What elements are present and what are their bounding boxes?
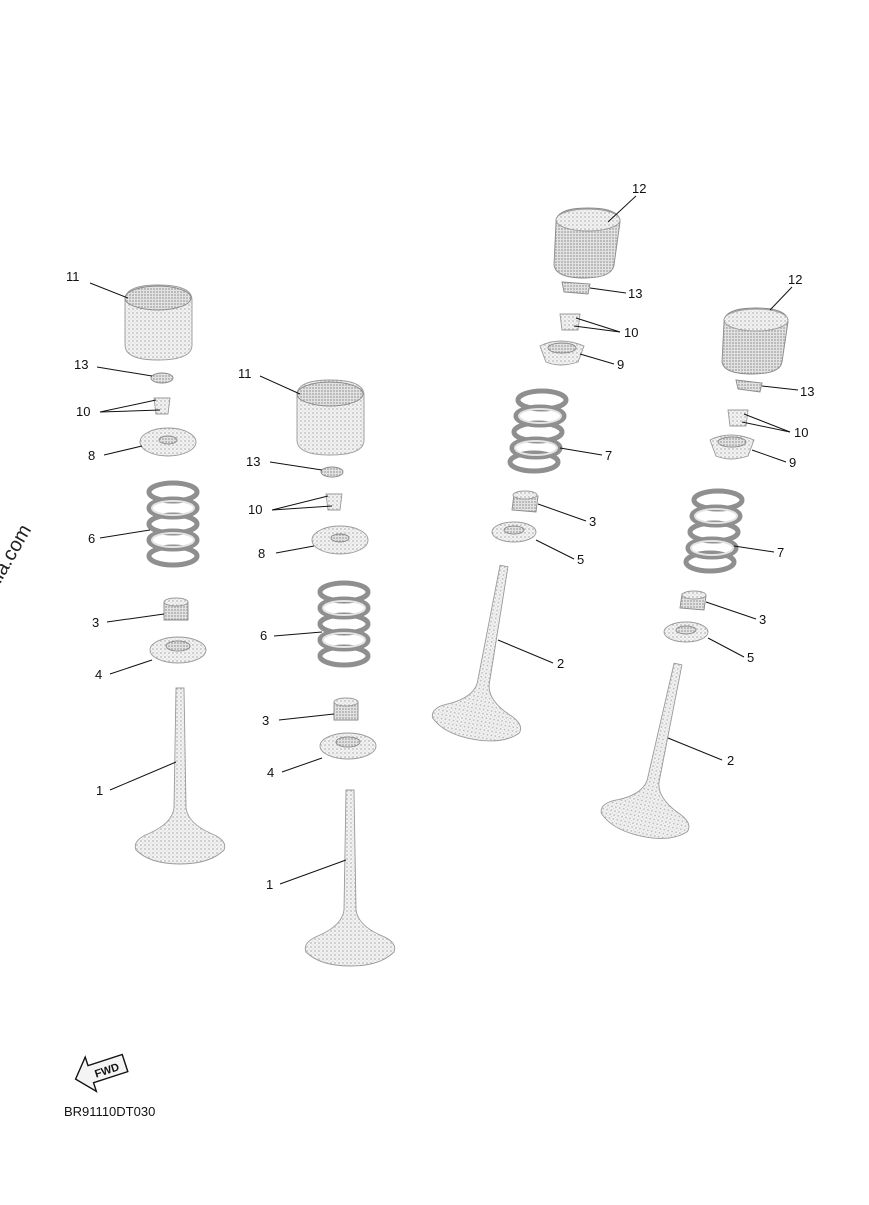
callout-labels: 11 13 10 8 6 3 4 1 11 13 10 8 6 3 4 1 12… <box>66 181 814 892</box>
callout-6-a: 6 <box>88 531 95 546</box>
callout-7-a: 7 <box>605 448 612 463</box>
valve-1-a <box>134 687 226 865</box>
spring-retainer-9-b <box>709 434 755 460</box>
spring-seat-5-a <box>491 521 537 543</box>
stem-seal-3-a <box>163 597 189 621</box>
callout-10-c: 10 <box>624 325 638 340</box>
stem-seal-3-d <box>679 590 707 611</box>
valve-2-b <box>597 654 723 846</box>
leader-lines <box>89 195 799 885</box>
valve-cotter-10-a <box>153 397 171 415</box>
callout-1-a: 1 <box>96 783 103 798</box>
valve-spring-7-b <box>683 488 745 574</box>
callout-10-b: 10 <box>248 502 262 517</box>
valve-shim-13-a <box>150 372 174 384</box>
callout-12-a: 12 <box>632 181 646 196</box>
callout-8-b: 8 <box>258 546 265 561</box>
callout-2-b: 2 <box>727 753 734 768</box>
callout-5-a: 5 <box>577 552 584 567</box>
spring-retainer-9-a <box>539 340 585 366</box>
callout-9-b: 9 <box>789 455 796 470</box>
spring-seat-4-a <box>149 636 207 664</box>
stack-exhaust-left <box>428 207 621 748</box>
stack-intake-left <box>124 284 226 865</box>
callout-8-a: 8 <box>88 448 95 463</box>
valve-spring-7-a <box>507 388 569 474</box>
callout-5-b: 5 <box>747 650 754 665</box>
stem-seal-3-c <box>511 490 539 513</box>
callout-7-b: 7 <box>777 545 784 560</box>
bucket-tappet-11-b <box>296 379 365 456</box>
stack-exhaust-right <box>597 307 789 846</box>
callout-1-b: 1 <box>266 877 273 892</box>
spring-seat-5-b <box>663 621 709 643</box>
valve-shim-13-b <box>320 466 344 478</box>
valve-spring-6-b <box>317 580 371 668</box>
callout-13-d: 13 <box>800 384 814 399</box>
stem-seal-3-b <box>333 697 359 721</box>
callout-9-a: 9 <box>617 357 624 372</box>
bucket-tappet-11-a <box>124 284 193 361</box>
callout-13-b: 13 <box>246 454 260 469</box>
callout-6-b: 6 <box>260 628 267 643</box>
callout-13-c: 13 <box>628 286 642 301</box>
callout-12-b: 12 <box>788 272 802 287</box>
callout-4-a: 4 <box>95 667 102 682</box>
callout-3-b: 3 <box>262 713 269 728</box>
callout-3-d: 3 <box>759 612 766 627</box>
callout-4-b: 4 <box>267 765 274 780</box>
spring-retainer-8-a <box>139 427 197 457</box>
fwd-arrow-icon: FWD <box>74 1053 129 1093</box>
valve-cotter-10-b <box>325 493 343 511</box>
spring-seat-4-b <box>319 732 377 760</box>
valve-shim-13-c <box>561 281 591 295</box>
stack-intake-right <box>296 379 396 967</box>
valve-spring-6-a <box>146 480 200 568</box>
valve-cotter-10-d <box>727 409 749 427</box>
callout-11-b: 11 <box>238 366 252 381</box>
bucket-tappet-12-a <box>553 207 621 279</box>
callout-3-a: 3 <box>92 615 99 630</box>
callout-11-a: 11 <box>66 269 80 284</box>
bucket-tappet-12-b <box>721 307 789 375</box>
valve-1-b <box>304 789 396 967</box>
callout-13-a: 13 <box>74 357 88 372</box>
diagram-code: BR91110DT030 <box>64 1104 156 1119</box>
callout-2-a: 2 <box>557 656 564 671</box>
valve-shim-13-d <box>735 379 763 393</box>
spring-retainer-8-b <box>311 525 369 555</box>
callout-10-a: 10 <box>76 404 90 419</box>
callout-10-d: 10 <box>794 425 808 440</box>
valve-2-a <box>428 557 549 748</box>
valve-cotter-10-c <box>559 313 581 331</box>
callout-3-c: 3 <box>589 514 596 529</box>
